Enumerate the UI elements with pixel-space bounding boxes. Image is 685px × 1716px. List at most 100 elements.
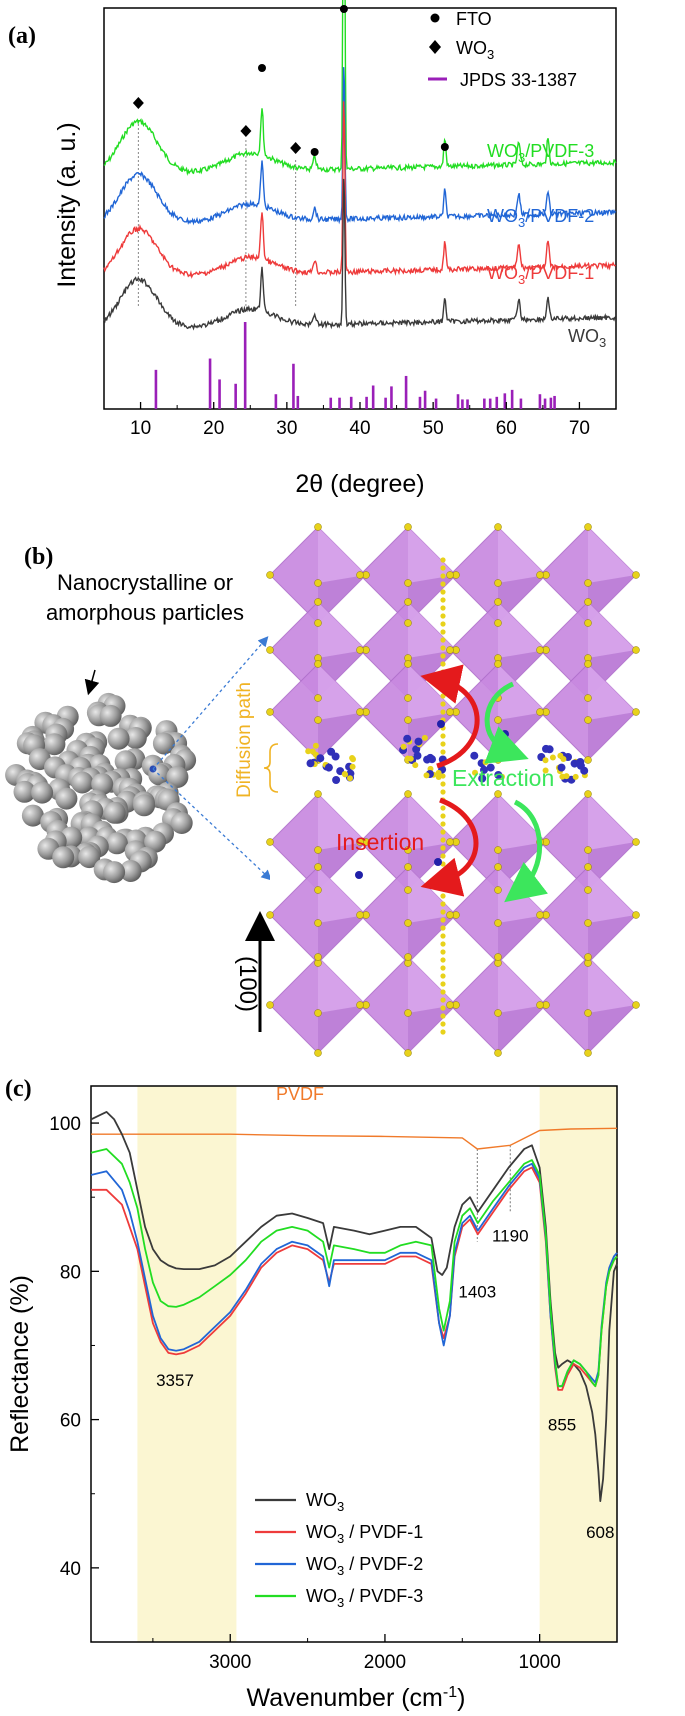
octahedron-facet (318, 794, 366, 850)
octahedron-facet (588, 1005, 636, 1053)
oxygen-atom (266, 911, 274, 919)
legend-fto-symbol (430, 13, 440, 23)
oxygen-atom (559, 773, 566, 780)
oxygen-atom (314, 1049, 322, 1057)
channel-atom (440, 645, 446, 651)
particle-pointer-arrow (84, 669, 100, 696)
oxygen-atom (404, 1009, 412, 1017)
channel-atom (440, 693, 446, 699)
octahedron-facet (498, 794, 546, 850)
channel-atom (440, 781, 446, 787)
ftir-peak-label: 855 (548, 1416, 576, 1435)
channel-atom (440, 621, 446, 627)
octahedron-facet (498, 957, 546, 1013)
nanoparticle (71, 771, 94, 794)
xrd-series-line (103, 101, 617, 279)
oxygen-atom (584, 1049, 592, 1057)
oxygen-atom (347, 775, 353, 782)
channel-atom (440, 901, 446, 907)
xrd-x-axis-title: 2θ (degree) (295, 470, 424, 498)
channel-atom (440, 885, 446, 891)
channel-atom (440, 749, 446, 755)
oxygen-atom (536, 571, 544, 579)
ftir-series-line (90, 1111, 618, 1502)
oxygen-atom (350, 756, 356, 763)
ion (542, 744, 550, 753)
oxygen-atom (446, 911, 454, 919)
oxygen-atom (494, 1049, 502, 1057)
oxygen-atom (494, 716, 502, 724)
ion (494, 771, 503, 779)
oxygen-atom (404, 579, 412, 587)
xrd-y-axis-title: Intensity (a. u.) (53, 122, 81, 287)
xrd-series-label: WO3/PVDF-1 (487, 263, 594, 287)
oxygen-atom (314, 790, 322, 798)
ftir-peak-label: 1403 (458, 1282, 496, 1301)
ftir-legend-label: WO3 / PVDF-3 (306, 1586, 423, 1610)
extraction-label: Extraction (452, 765, 554, 791)
octahedron-facet (588, 867, 636, 923)
oxygen-atom (266, 838, 274, 846)
oxygen-atom (584, 619, 592, 627)
oxygen-atom (494, 619, 502, 627)
legend-jpds-label: JPDS 33-1387 (460, 70, 577, 90)
channel-atom (440, 1021, 446, 1027)
oxygen-atom (266, 646, 274, 654)
oxygen-atom (404, 1049, 412, 1057)
channel-atom (440, 581, 446, 587)
channel-atom (440, 613, 446, 619)
nanoparticle (170, 812, 193, 834)
channel-atom (440, 949, 446, 955)
octahedron-facet (318, 957, 366, 1013)
xrd-x-tick-label: 30 (276, 418, 297, 439)
octahedron-facet (318, 1005, 366, 1053)
ftir-plot-frame (90, 1085, 618, 1643)
oxygen-atom (404, 919, 412, 927)
oxygen-atom (404, 886, 412, 894)
oxygen-atom (404, 790, 412, 798)
octahedron-facet (408, 575, 456, 623)
oxygen-atom (314, 694, 322, 702)
oxygen-atom (407, 755, 414, 762)
oxygen-atom (584, 790, 592, 798)
nanoparticle (152, 732, 175, 755)
channel-atom (440, 669, 446, 675)
channel-atom (440, 661, 446, 667)
oxygen-atom (404, 598, 412, 606)
nanoparticle (166, 766, 189, 788)
ion (316, 754, 325, 763)
ftir-peak-label: 3357 (156, 1371, 194, 1390)
oxygen-atom (266, 708, 274, 716)
oxygen-atom (435, 769, 442, 776)
legend-wo3-label: WO3 (456, 38, 494, 62)
channel-atom (440, 589, 446, 595)
oxygen-atom (356, 708, 364, 716)
wo3-peak-marker (290, 142, 302, 154)
channel-atom (440, 1013, 446, 1019)
channel-atom (440, 685, 446, 691)
oxygen-atom (632, 838, 640, 846)
oxygen-atom (349, 763, 356, 770)
channel-atom (440, 1029, 446, 1035)
channel-atom (440, 893, 446, 899)
oxygen-atom (356, 646, 364, 654)
nanoparticle (43, 733, 66, 756)
ftir-highlight-bands (137, 1086, 617, 1642)
ion (306, 759, 315, 768)
xrd-series-label: WO3/PVDF-3 (487, 141, 594, 165)
oxygen-atom (584, 756, 592, 764)
xrd-series-line (103, 67, 617, 226)
oxygen-atom (356, 571, 364, 579)
zoom-line-lower (152, 768, 272, 881)
octahedron-facet (318, 527, 366, 583)
oxygen-atom (314, 919, 322, 927)
channel-atom (440, 805, 446, 811)
oxygen-atom (560, 756, 567, 762)
oxygen-atom (632, 911, 640, 919)
channel-atom (440, 853, 446, 859)
ion (557, 763, 566, 772)
ftir-highlight-band (137, 1086, 237, 1642)
